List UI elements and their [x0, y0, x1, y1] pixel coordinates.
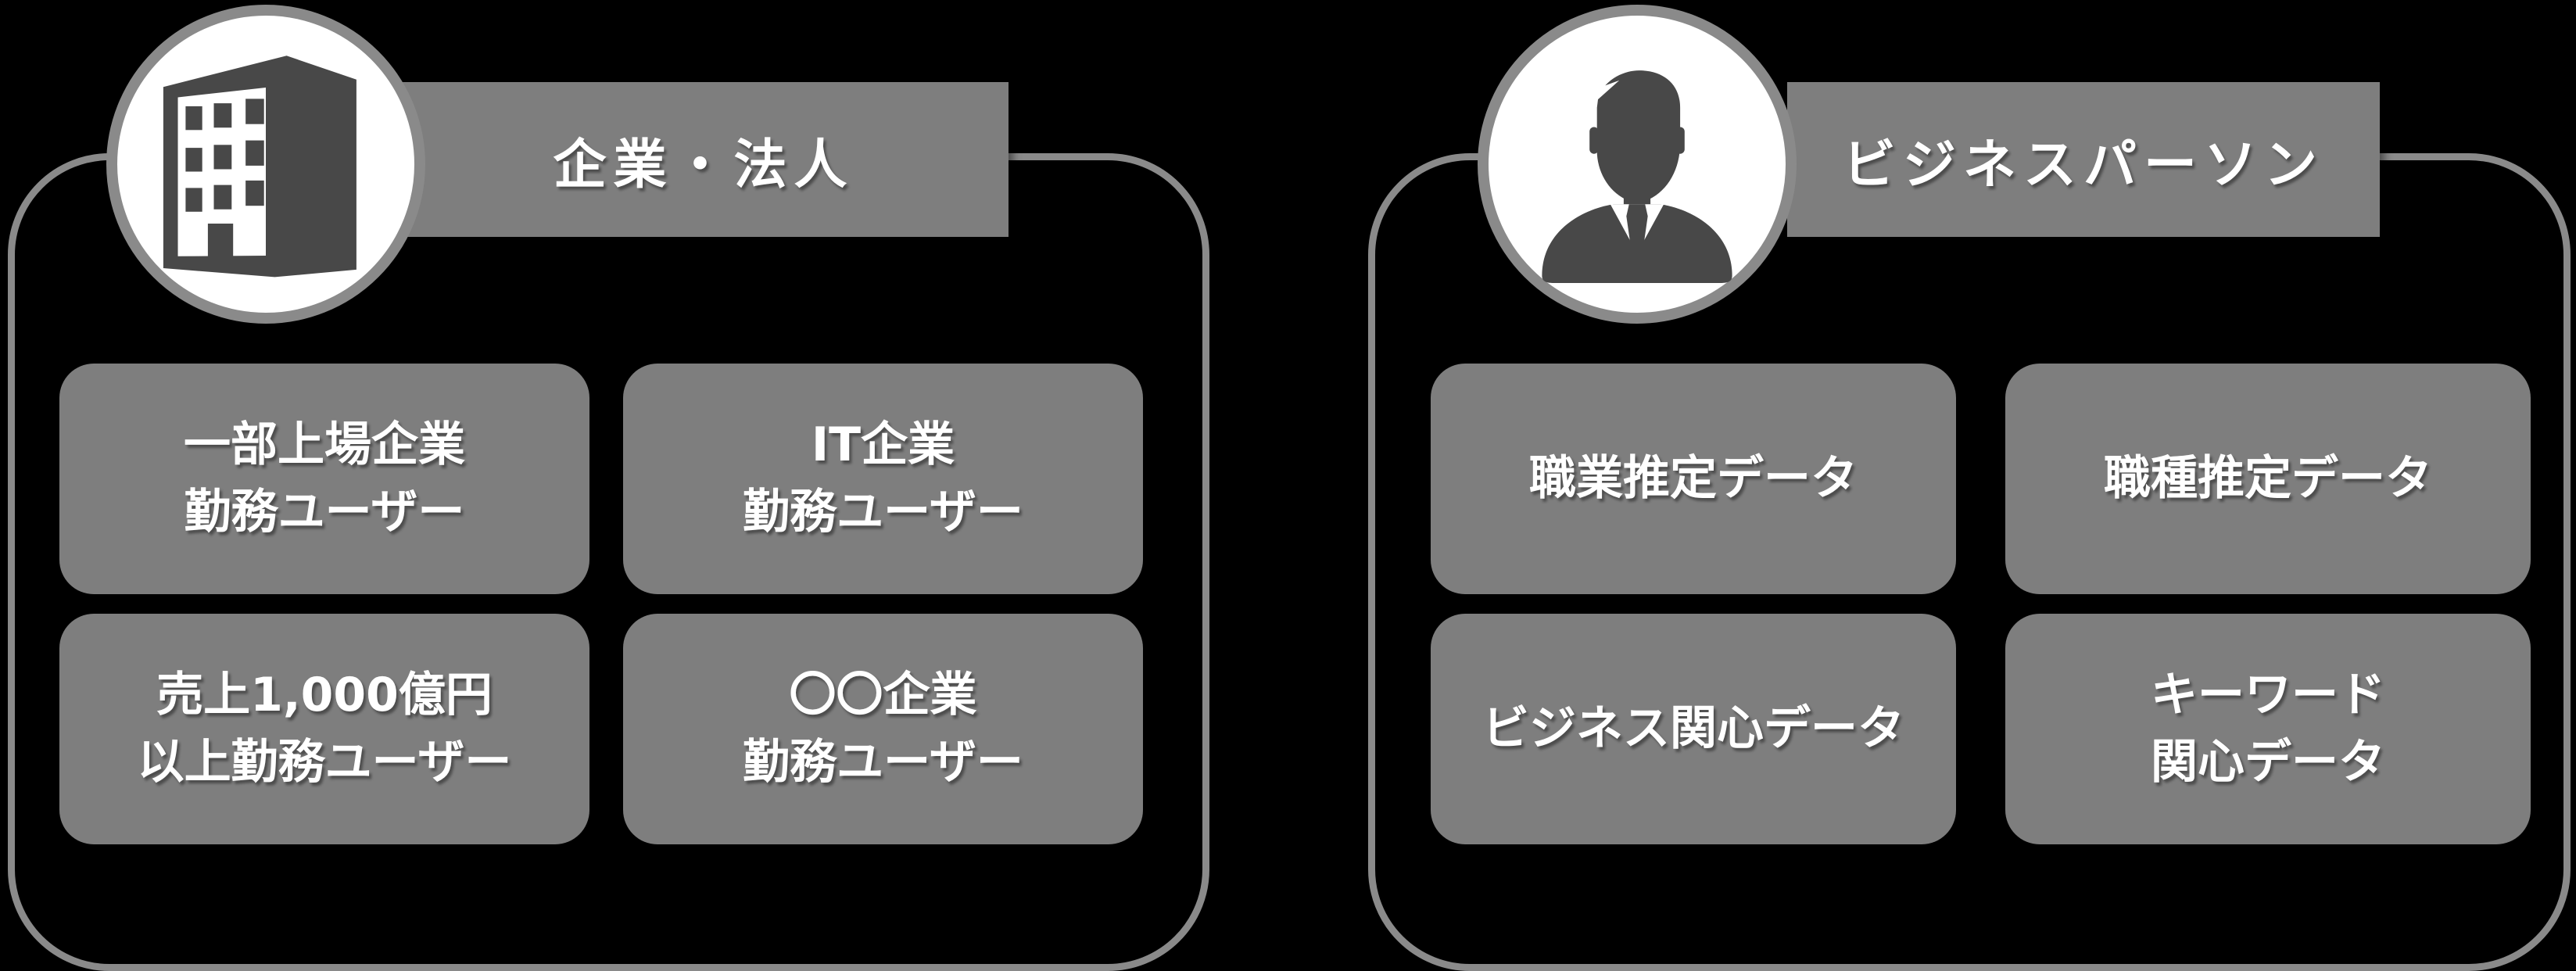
businessperson-badge — [1478, 5, 1797, 324]
businessperson-header-bar: ビジネスパーソン — [1787, 82, 2380, 237]
corporate-box-it-company: IT企業 勤務ユーザー — [623, 364, 1143, 594]
businessperson-panel-title: ビジネスパーソン — [1842, 134, 2324, 196]
box-text-line: 勤務ユーザー — [184, 484, 465, 539]
box-text-line: IT企業 — [811, 417, 955, 473]
building-icon — [163, 56, 356, 278]
businessperson-box-business-interest-data: ビジネス関心データ — [1431, 614, 1956, 844]
box-text-line: 以上勤務ユーザー — [137, 734, 512, 790]
businessperson-icon — [1542, 70, 1732, 283]
box-text-line: 関心データ — [2151, 734, 2385, 790]
box-text-line: 勤務ユーザー — [743, 734, 1023, 790]
box-text-line: 一部上場企業 — [184, 417, 465, 473]
corporate-box-specific-company: 〇〇企業 勤務ユーザー — [623, 614, 1143, 844]
box-text-line: 職種推定データ — [2104, 450, 2432, 506]
box-text-line: キーワード — [2151, 668, 2385, 723]
corporate-badge — [106, 5, 425, 324]
businessperson-box-keyword-interest-data: キーワード 関心データ — [2005, 614, 2531, 844]
corporate-header-bar: 企業・法人 — [399, 82, 1009, 237]
corporate-box-revenue: 売上1,000億円 以上勤務ユーザー — [59, 614, 589, 844]
box-text-line: ビジネス関心データ — [1482, 700, 1904, 756]
businessperson-box-occupation-data: 職業推定データ — [1431, 364, 1956, 594]
box-text-line: 職業推定データ — [1529, 450, 1858, 506]
box-text-line: 売上1,000億円 — [156, 668, 493, 723]
corporate-panel-title: 企業・法人 — [553, 134, 854, 196]
box-text-line: 勤務ユーザー — [743, 484, 1023, 539]
corporate-box-listed-company: 一部上場企業 勤務ユーザー — [59, 364, 589, 594]
businessperson-box-jobtype-data: 職種推定データ — [2005, 364, 2531, 594]
box-text-line: 〇〇企業 — [789, 668, 977, 723]
